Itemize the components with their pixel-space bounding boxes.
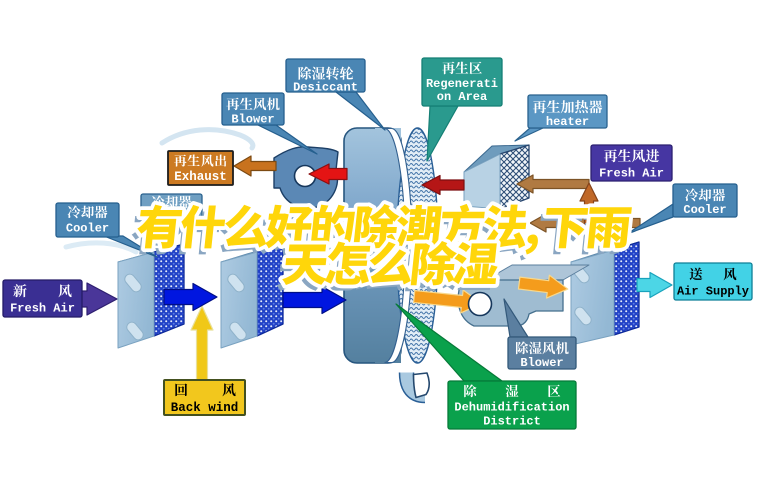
svg-text:District: District <box>483 415 541 429</box>
svg-text:Cooler: Cooler <box>66 222 109 236</box>
svg-text:on Area: on Area <box>437 90 487 104</box>
svg-text:Dehumidification: Dehumidification <box>454 401 569 415</box>
svg-text:Exhaust: Exhaust <box>174 170 227 184</box>
svg-text:Desiccant: Desiccant <box>293 81 358 95</box>
svg-text:Blower: Blower <box>231 113 274 127</box>
svg-text:Regenerati: Regenerati <box>426 77 498 91</box>
svg-text:Fresh Air: Fresh Air <box>10 302 75 316</box>
svg-text:Fresh Air: Fresh Air <box>599 167 664 181</box>
svg-text:Air Supply: Air Supply <box>677 285 749 299</box>
svg-text:Cooler: Cooler <box>683 203 726 217</box>
svg-text:Back wind: Back wind <box>171 401 239 415</box>
svg-text:Blower: Blower <box>520 356 563 370</box>
svg-text:heater: heater <box>546 115 589 129</box>
